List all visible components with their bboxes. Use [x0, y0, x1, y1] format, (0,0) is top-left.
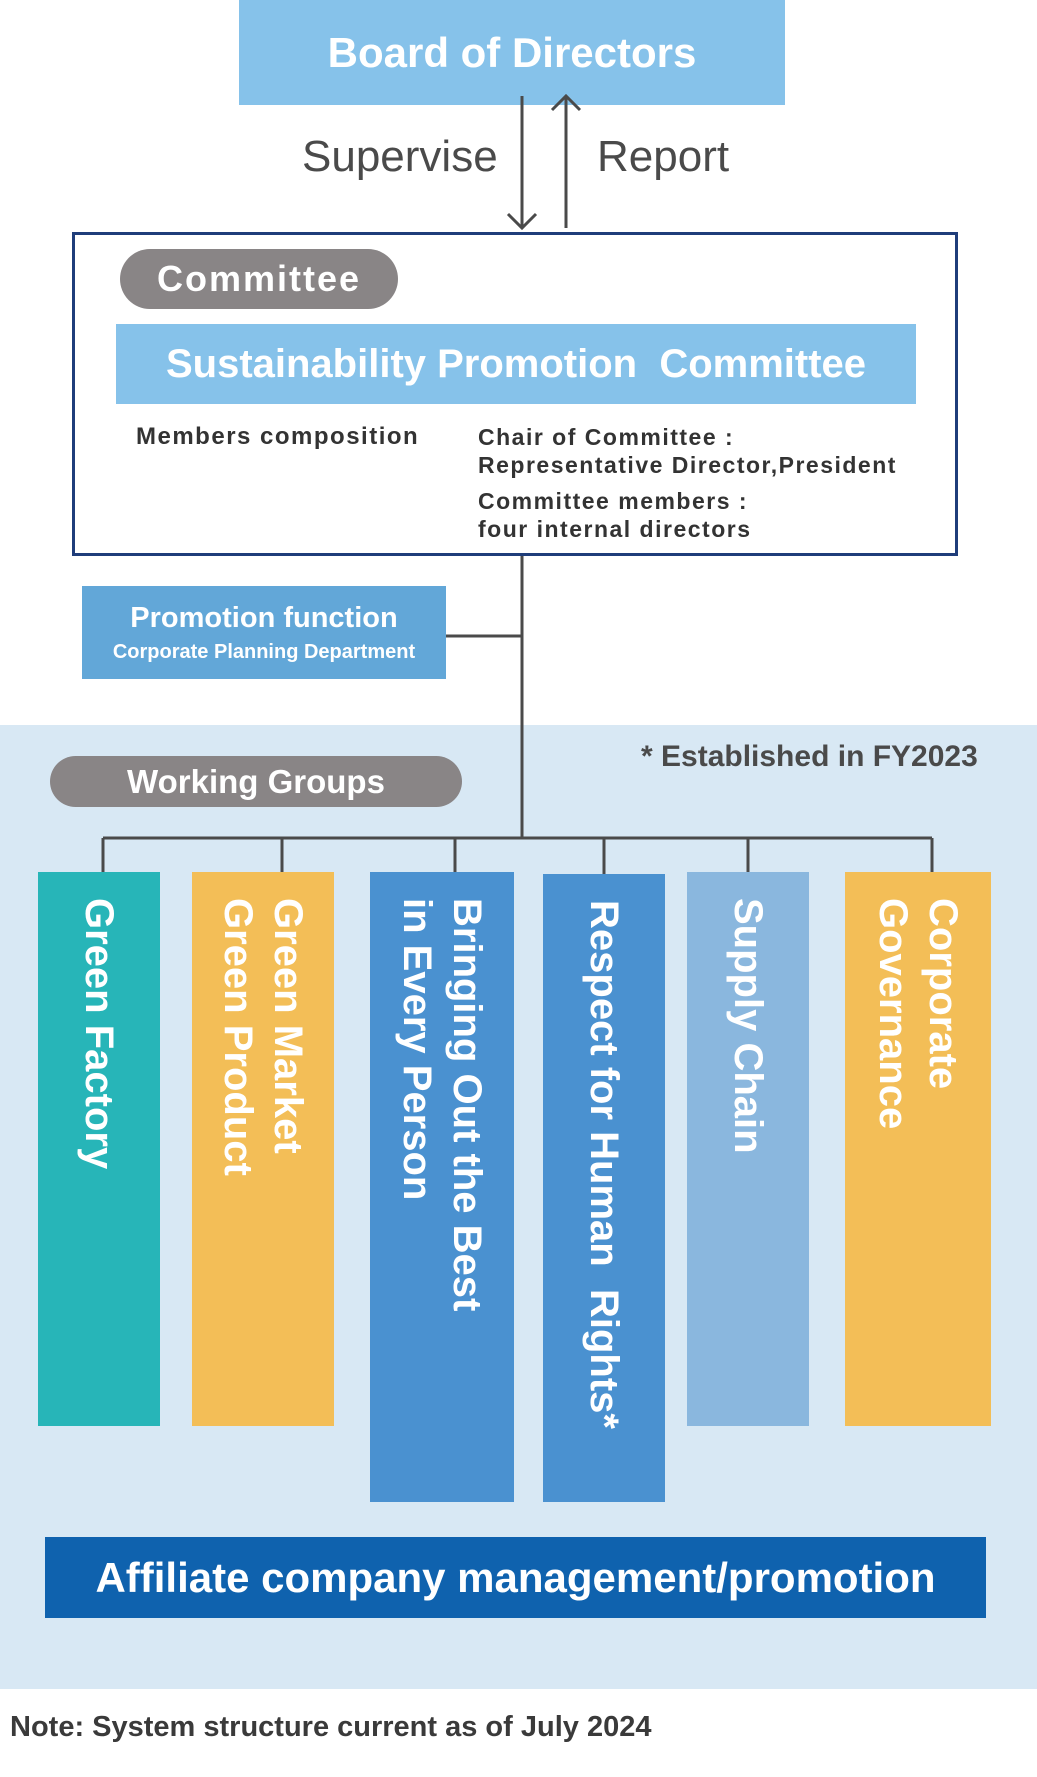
wg-label: Corporate Governance: [871, 898, 965, 1130]
footer-note: Note: System structure current as of Jul…: [10, 1711, 652, 1743]
established-note: * Established in FY2023: [641, 740, 978, 773]
chair-value: Representative Director,President: [478, 452, 897, 478]
promotion-function-box: Promotion function Corporate Planning De…: [82, 586, 446, 679]
wg-supply-chain: Supply Chain: [687, 872, 809, 1426]
committee-pill-label: Committee: [156, 258, 362, 299]
working-groups-label: Working Groups: [127, 762, 385, 800]
wg-label: Bringing Out the Best in Every Person: [395, 898, 489, 1312]
wg-bringing-out-best: Bringing Out the Best in Every Person: [370, 872, 514, 1502]
affiliate-title: Affiliate company management/promotion: [95, 1553, 936, 1601]
wg-label: Green Market Green Product: [216, 898, 310, 1176]
members-role: Committee members :: [478, 488, 749, 514]
committee-pill: Committee: [120, 249, 398, 309]
report-arrow-head: [550, 93, 582, 112]
sustainability-committee-bar: Sustainability Promotion Committee: [116, 324, 916, 404]
working-groups-pill: Working Groups: [50, 756, 462, 807]
wg-label: Supply Chain: [726, 898, 770, 1154]
supervise-label: Supervise: [302, 132, 498, 181]
board-of-directors: Board of Directors: [239, 0, 785, 105]
wg-human-rights: Respect for Human Rights*: [543, 874, 665, 1502]
affiliate-bar: Affiliate company management/promotion: [45, 1537, 986, 1618]
supervise-arrow-head: [506, 212, 538, 231]
wg-label: Green Factory: [77, 898, 121, 1170]
board-title: Board of Directors: [327, 28, 697, 76]
promotion-dept: Corporate Planning Department: [112, 640, 416, 663]
report-label: Report: [597, 132, 730, 181]
promotion-title: Promotion function: [130, 601, 398, 634]
wg-green-market: Green Market Green Product: [192, 872, 334, 1426]
members-value: four internal directors: [478, 516, 752, 542]
wg-label: Respect for Human Rights*: [582, 900, 626, 1429]
members-composition-label: Members composition: [136, 423, 420, 450]
wg-corporate-governance: Corporate Governance: [845, 872, 991, 1426]
committee-name: Sustainability Promotion Committee: [165, 341, 867, 386]
wg-green-factory: Green Factory: [38, 872, 160, 1426]
chair-label: Chair of Committee :: [478, 424, 735, 450]
